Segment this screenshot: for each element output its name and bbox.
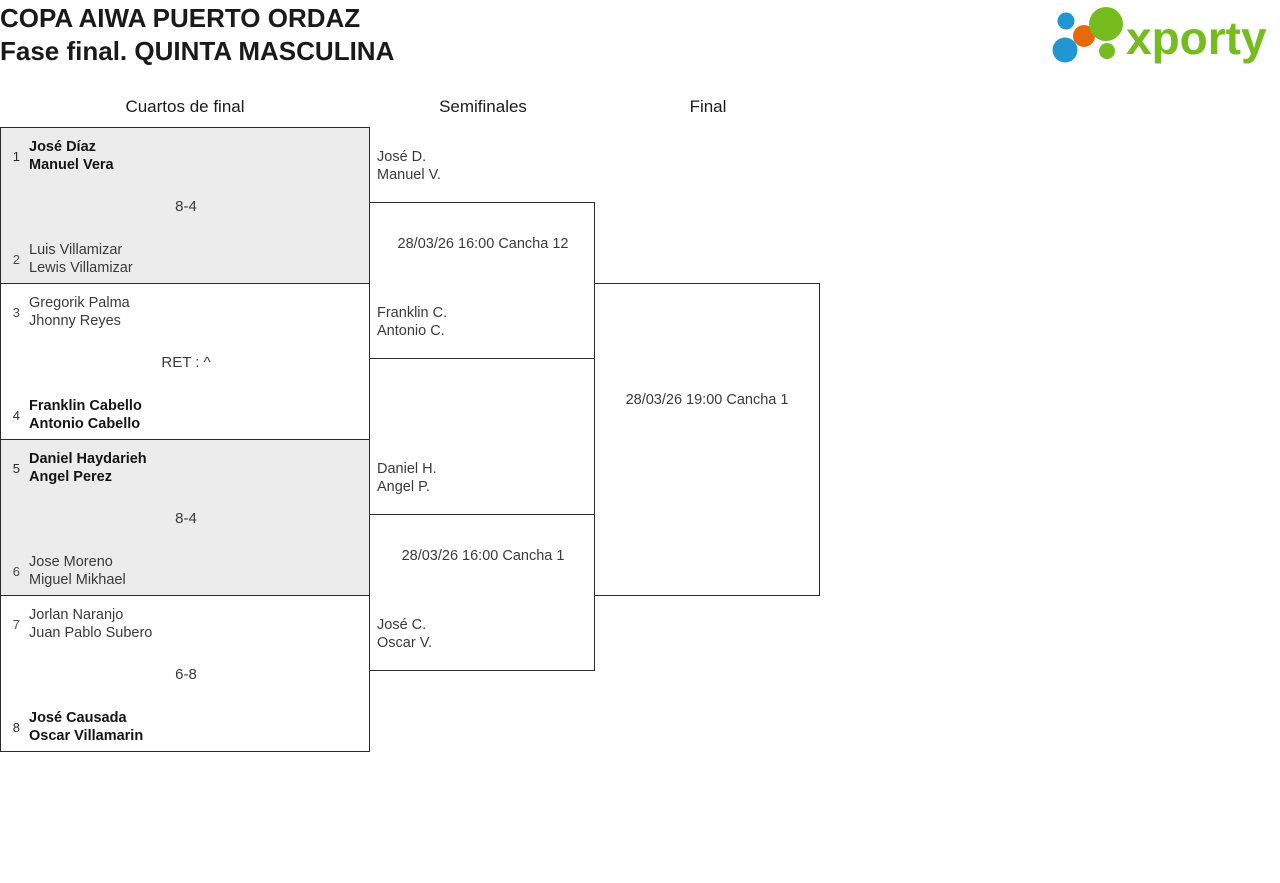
round-header-semifinals: Semifinales bbox=[439, 97, 527, 116]
logo-dot-green-small bbox=[1099, 43, 1115, 59]
player-name: José D. bbox=[377, 149, 427, 165]
player-name: Angel Perez bbox=[29, 469, 112, 485]
player-name: Angel P. bbox=[377, 479, 430, 495]
seed-number: 8 bbox=[12, 719, 20, 735]
player-name: Antonio C. bbox=[377, 323, 445, 339]
player-name: Franklin C. bbox=[377, 305, 448, 321]
match-quarterfinal-3[interactable]: 5 Daniel Haydarieh Angel Perez 8-4 6 Jos… bbox=[0, 439, 370, 596]
player-name: Daniel Haydarieh bbox=[29, 451, 147, 467]
logo-dot-green-large bbox=[1089, 7, 1123, 41]
logo-wordmark: xporty bbox=[1126, 12, 1267, 64]
player-name: Antonio Cabello bbox=[29, 416, 141, 432]
match-participant[interactable]: 6 Jose Moreno Miguel Mikhael bbox=[7, 553, 126, 589]
seed-number: 1 bbox=[12, 148, 20, 164]
player-name: Oscar Villamarin bbox=[29, 728, 144, 744]
match-schedule: 28/03/26 16:00 Cancha 1 bbox=[401, 548, 565, 564]
match-semifinal-2[interactable]: 28/03/26 16:00 Cancha 1 bbox=[369, 514, 595, 671]
player-name: Jose Moreno bbox=[29, 554, 113, 570]
player-name: José Díaz bbox=[29, 139, 96, 155]
match-participant[interactable]: Franklin C. Antonio C. bbox=[377, 304, 447, 340]
round-header-final: Final bbox=[689, 97, 727, 116]
match-semifinal-1[interactable]: 28/03/26 16:00 Cancha 12 bbox=[369, 202, 595, 359]
match-participant[interactable]: Daniel H. Angel P. bbox=[377, 460, 437, 496]
logo-dot-orange bbox=[1073, 25, 1095, 47]
player-name: Luis Villamizar bbox=[29, 242, 123, 258]
match-participant[interactable]: 1 José Díaz Manuel Vera bbox=[7, 138, 114, 174]
xporty-logo[interactable]: xporty bbox=[1048, 4, 1276, 68]
match-participant[interactable]: 4 Franklin Cabello Antonio Cabello bbox=[7, 397, 142, 433]
player-name: Gregorik Palma bbox=[29, 295, 130, 311]
tournament-phase: Fase final. QUINTA MASCULINA bbox=[0, 36, 395, 66]
round-header-quarterfinals: Cuartos de final bbox=[125, 97, 245, 116]
match-participant[interactable]: 3 Gregorik Palma Jhonny Reyes bbox=[7, 294, 130, 330]
match-final[interactable] bbox=[594, 283, 820, 596]
match-participant[interactable]: José D. Manuel V. bbox=[377, 148, 441, 184]
match-score: 6-8 bbox=[175, 666, 197, 683]
match-schedule: 28/03/26 19:00 Cancha 1 bbox=[625, 392, 789, 408]
match-quarterfinal-2[interactable]: 3 Gregorik Palma Jhonny Reyes RET : ^ 4 … bbox=[0, 283, 370, 440]
player-name: Manuel Vera bbox=[29, 157, 114, 173]
player-name: Lewis Villamizar bbox=[29, 260, 133, 276]
player-name: Jorlan Naranjo bbox=[29, 607, 124, 623]
match-score: 8-4 bbox=[175, 510, 197, 527]
logo-dot-blue-small bbox=[1057, 12, 1075, 30]
logo-dot-blue-large bbox=[1052, 37, 1078, 63]
match-schedule: 28/03/26 16:00 Cancha 12 bbox=[397, 236, 569, 252]
player-name: Juan Pablo Subero bbox=[29, 625, 153, 641]
xporty-logo-icon: xporty bbox=[1052, 7, 1267, 64]
player-name: José C. bbox=[377, 617, 427, 633]
seed-number: 6 bbox=[12, 563, 20, 579]
match-participant[interactable]: 2 Luis Villamizar Lewis Villamizar bbox=[7, 241, 133, 277]
match-participant[interactable]: José C. Oscar V. bbox=[377, 616, 432, 652]
player-name: Manuel V. bbox=[377, 167, 441, 183]
player-name: Jhonny Reyes bbox=[29, 313, 121, 329]
player-name: Miguel Mikhael bbox=[29, 572, 126, 588]
seed-number: 7 bbox=[12, 616, 20, 632]
page-title: COPA AIWA PUERTO ORDAZ Fase final. QUINT… bbox=[0, 2, 900, 68]
match-participant[interactable]: 7 Jorlan Naranjo Juan Pablo Subero bbox=[7, 606, 153, 642]
seed-number: 4 bbox=[12, 407, 20, 423]
tournament-name: COPA AIWA PUERTO ORDAZ bbox=[0, 3, 361, 33]
player-name: Daniel H. bbox=[377, 461, 437, 477]
match-quarterfinal-1[interactable]: 1 José Díaz Manuel Vera 8-4 2 Luis Villa… bbox=[0, 127, 370, 284]
seed-number: 5 bbox=[12, 460, 20, 476]
match-participant[interactable]: 5 Daniel Haydarieh Angel Perez bbox=[7, 450, 147, 486]
match-participant[interactable]: 8 José Causada Oscar Villamarin bbox=[7, 709, 143, 745]
match-quarterfinal-4[interactable]: 7 Jorlan Naranjo Juan Pablo Subero 6-8 8… bbox=[0, 595, 370, 752]
player-name: José Causada bbox=[29, 710, 127, 726]
match-score: RET : ^ bbox=[161, 354, 211, 371]
seed-number: 2 bbox=[12, 251, 20, 267]
player-name: Oscar V. bbox=[377, 635, 433, 651]
match-score: 8-4 bbox=[175, 198, 197, 215]
seed-number: 3 bbox=[12, 304, 20, 320]
player-name: Franklin Cabello bbox=[29, 398, 142, 414]
